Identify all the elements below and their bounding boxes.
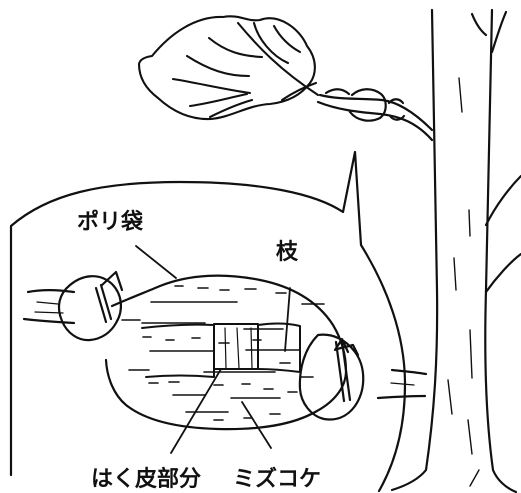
sphagnum-moss-label: ミズコケ xyxy=(233,466,321,492)
upper-branch xyxy=(318,89,432,140)
sphagnum-moss-pattern xyxy=(122,286,324,420)
leaf-icon xyxy=(139,16,318,119)
callout-bubble xyxy=(11,152,405,491)
peeled-part-label: はく皮部分 xyxy=(91,466,201,492)
branch-label: 枝 xyxy=(276,240,299,265)
tree-trunk xyxy=(392,10,521,492)
poly-bag-label: ポリ袋 xyxy=(77,209,144,235)
